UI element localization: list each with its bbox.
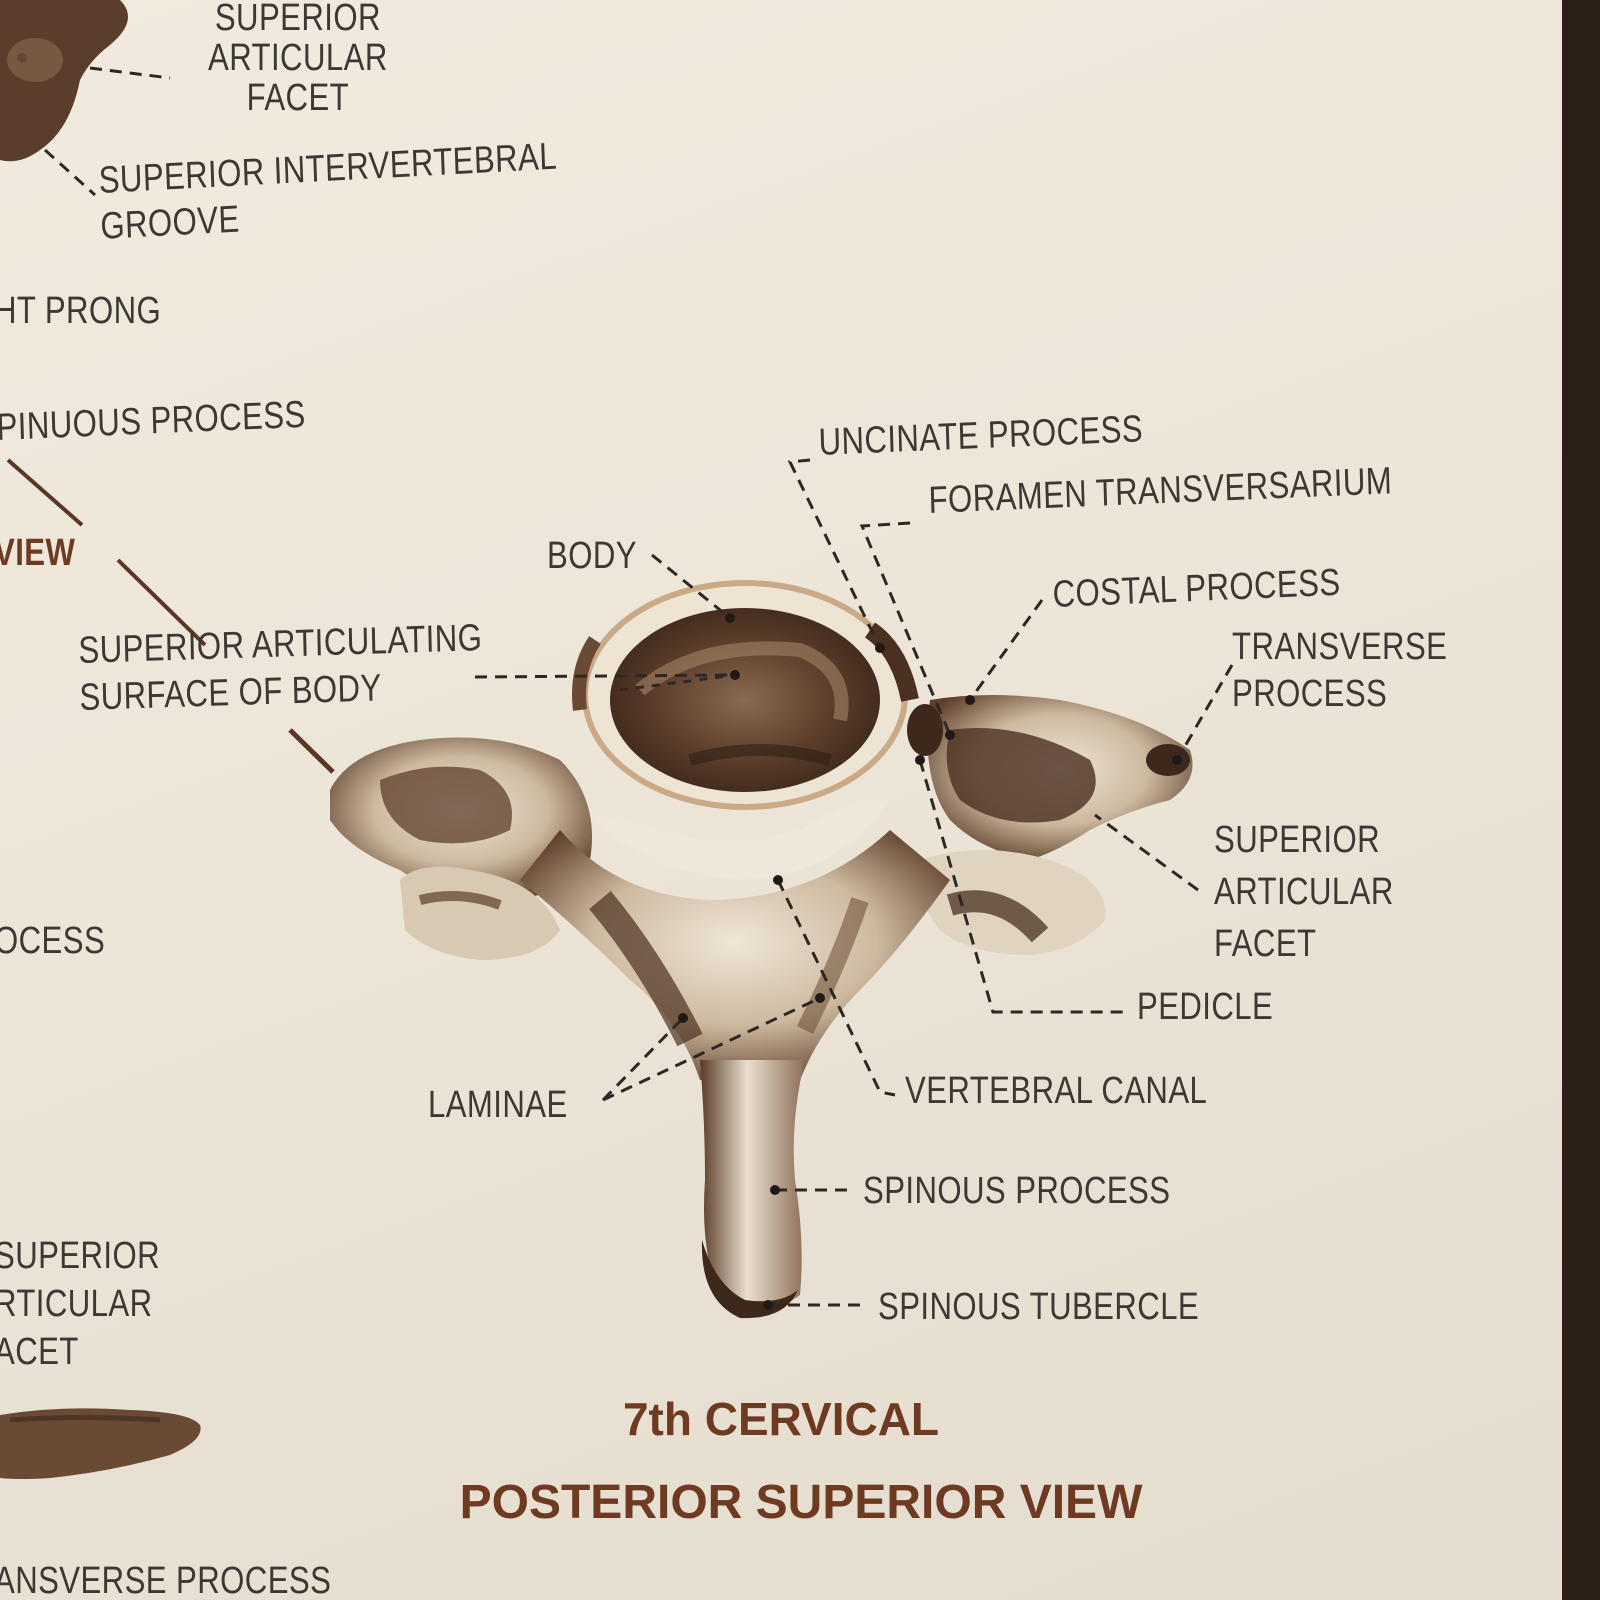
label-body: BODY	[547, 535, 637, 577]
label-transverse-process: TRANSVERSE PROCESS	[1232, 626, 1448, 715]
label-superior-articular-facet: SUPERIOR ARTICULAR FACET	[1214, 819, 1394, 965]
label-spinous-tubercle: SPINOUS TUBERCLE	[878, 1286, 1200, 1328]
paper-sheet: SUPERIOR ARTICULAR FACET SUPERIOR INTERV…	[0, 0, 1562, 1600]
label-edge-view: VIEW	[0, 532, 76, 574]
label-left-superior-articular-facet: SUPERIOR RTICULAR ACET	[0, 1235, 161, 1373]
title-line-2: POSTERIOR SUPERIOR VIEW	[459, 1476, 1143, 1529]
leader-lines	[43, 66, 1234, 1307]
label-spinous-process: SPINOUS PROCESS	[863, 1170, 1171, 1212]
label-superior-articulating-surface: SUPERIOR ARTICULATING SURFACE OF BODY	[78, 617, 483, 719]
label-vertebral-canal: VERTEBRAL CANAL	[905, 1070, 1208, 1112]
pointer-dots	[678, 613, 1182, 1310]
label-top-superior-articular-facet: SUPERIOR ARTICULAR FACET	[208, 0, 388, 119]
top-left-vertebra-fragment	[0, 0, 128, 162]
vertebra-diagram	[0, 0, 1234, 1479]
label-laminae: LAMINAE	[428, 1084, 568, 1126]
bottom-left-bone-fragment	[0, 1408, 201, 1479]
label-edge-transverse-process: ANSVERSE PROCESS	[0, 1560, 332, 1600]
title-line-1: 7th CERVICAL	[622, 1393, 940, 1445]
label-pedicle: PEDICLE	[1137, 986, 1274, 1028]
label-edge-process: OCESS	[0, 920, 106, 962]
label-right-prong: HT PRONG	[0, 290, 162, 332]
cervical-vertebra-illustration	[330, 580, 1193, 1319]
